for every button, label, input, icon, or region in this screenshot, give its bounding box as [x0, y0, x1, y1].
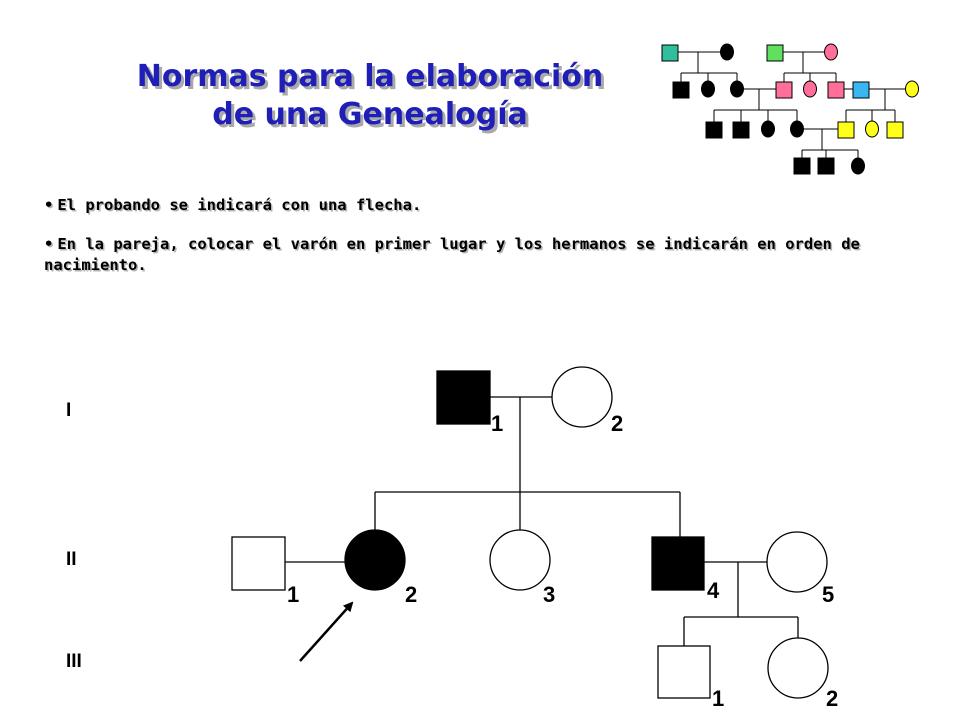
thumb-male-yellow: [837, 121, 855, 139]
thumb-female-black: [720, 43, 734, 61]
individual-II-5: [766, 531, 828, 593]
individual-number-I-1: 1: [491, 411, 504, 436]
rule-item: •El probando se indicará con una flecha.: [44, 195, 874, 216]
thumb-male-green: [766, 44, 784, 62]
thumb-male-black: [705, 121, 723, 139]
individual-II-2: [344, 529, 406, 591]
individual-number-I-2: 2: [611, 411, 624, 436]
individual-number-II-2: 2: [405, 582, 418, 607]
page-title-line-2: de una Genealogía: [212, 97, 528, 133]
thumb-male-black: [793, 157, 811, 175]
generation-label-III: III: [66, 651, 82, 672]
thumb-female-pink: [824, 43, 838, 61]
thumb-female-yellow: [905, 80, 919, 98]
generation-label-I: I: [66, 400, 72, 421]
individual-I-1: [436, 370, 491, 425]
thumb-female-black: [701, 80, 715, 98]
thumb-male-teal: [661, 44, 679, 62]
thumbnail-symbols: [661, 43, 919, 175]
bullet-icon: •: [44, 196, 54, 214]
pedigree-symbols: [231, 366, 829, 699]
individual-number-II-3: 3: [543, 582, 556, 607]
individual-II-4: [651, 536, 705, 591]
thumb-female-pink: [803, 80, 817, 98]
thumb-male-yellow: [886, 121, 904, 139]
individual-number-II-5: 5: [822, 582, 835, 607]
thumb-female-yellow: [865, 120, 879, 138]
individual-number-II-1: 1: [287, 582, 300, 607]
rules-list: •El probando se indicará con una flecha.…: [44, 195, 874, 294]
proband-arrow-icon: [299, 601, 354, 662]
individual-I-2: [551, 366, 613, 428]
thumb-male-pink: [827, 81, 845, 99]
individual-number-II-4: 4: [707, 578, 720, 603]
thumb-male-black: [817, 157, 835, 175]
individual-II-3: [489, 529, 551, 591]
page-title: Normas para la elaboración de una Geneal…: [100, 58, 640, 135]
thumb-female-black: [790, 120, 804, 138]
thumb-female-black: [730, 80, 744, 98]
rule-item: •En la pareja, colocar el varón en prime…: [44, 234, 874, 276]
thumb-female-black: [761, 120, 775, 138]
rule-text: El probando se indicará con una flecha.: [57, 196, 422, 214]
individual-number-III-1: 1: [712, 686, 725, 711]
bullet-icon: •: [44, 234, 54, 253]
individual-number-III-2: 2: [826, 686, 839, 711]
thumb-male-black: [672, 81, 690, 99]
individual-III-2: [767, 637, 829, 699]
page-title-line-1: Normas para la elaboración: [136, 59, 604, 94]
individual-II-1: [231, 536, 286, 591]
rule-text: En la pareja, colocar el varón en primer…: [44, 234, 860, 274]
pedigree-lines: [285, 396, 799, 646]
thumb-male-blue: [852, 81, 870, 99]
thumb-female-black: [851, 157, 865, 175]
generation-label-II: II: [66, 549, 77, 570]
thumb-male-black: [732, 121, 750, 139]
thumb-male-pink: [775, 81, 793, 99]
individual-III-1: [657, 645, 711, 699]
